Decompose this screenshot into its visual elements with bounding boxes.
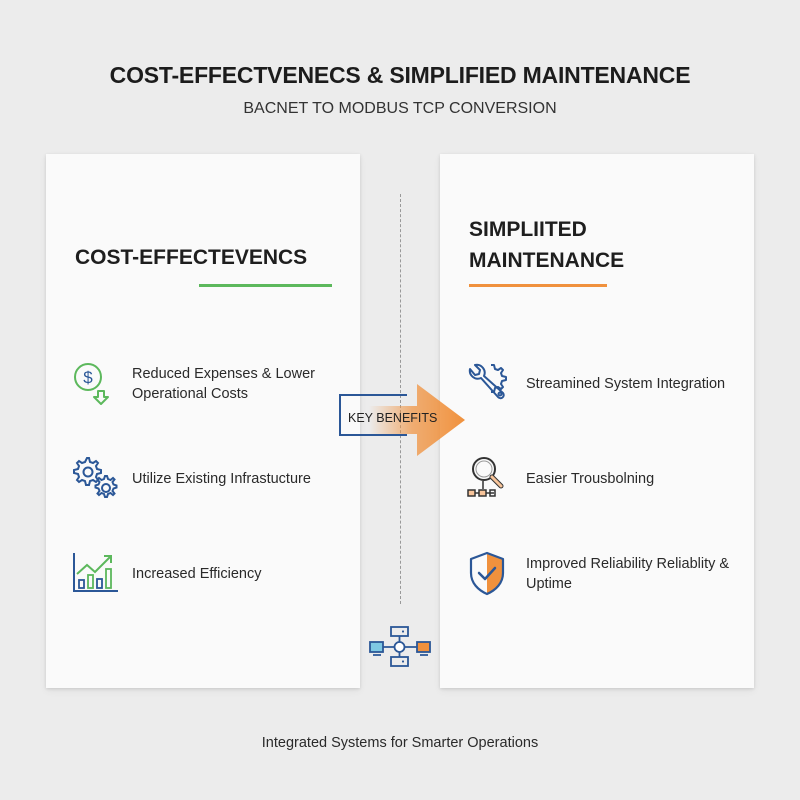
cost-effectiveness-card: COST-EFFECTEVENCS $ Reduced Expenses & L… [46, 154, 360, 688]
key-benefits-label: KEY BENEFITS [348, 411, 438, 425]
benefit-label: Reduced Expenses & Lower Operational Cos… [132, 366, 315, 402]
benefit-item-reduced-expenses: $ Reduced Expenses & Lower Operational C… [70, 359, 342, 409]
dollar-down-icon: $ [70, 359, 120, 409]
benefit-label: Increased Efficiency [132, 566, 262, 582]
svg-text:$: $ [83, 368, 93, 387]
benefit-item-troubleshooting: Easier Trousbolning [464, 454, 736, 504]
shield-check-icon [464, 549, 514, 599]
center-divider [400, 194, 401, 604]
page-subtitle: BACNET TO MODBUS TCP CONVERSION [243, 100, 557, 117]
benefit-item-existing-infrastructure: Utilize Existing Infrastucture [70, 454, 342, 504]
benefit-label: Utilize Existing Infrastucture [132, 471, 311, 487]
arrow-right-icon [369, 384, 465, 456]
benefit-item-increased-efficiency: Increased Efficiency [70, 549, 342, 599]
benefit-label: Streamined System Integration [526, 376, 726, 392]
gears-icon [70, 454, 120, 504]
key-benefits-badge: KEY BENEFITS [339, 382, 467, 458]
wrench-gear-icon [464, 359, 514, 409]
key-benefits-frame [339, 394, 407, 436]
benefit-label: Easier Trousbolning [526, 471, 655, 487]
green-underline [199, 284, 332, 287]
card-title: SIMPLIITED MAINTENANCE [469, 218, 625, 272]
page-title: COST-EFFECTVENECS & SIMPLIFIED MAINTENAN… [109, 62, 691, 88]
network-icon [366, 625, 434, 674]
orange-underline [469, 284, 607, 287]
benefit-item-reliability: Improved Reliability Reliablity & Uptime [464, 549, 736, 599]
footer-tagline: Integrated Systems for Smarter Operation… [261, 735, 539, 751]
simplified-maintenance-card: SIMPLIITED MAINTENANCE Streamined System… [440, 154, 754, 688]
benefit-label: Improved Reliability Reliablity & Uptime [526, 556, 730, 592]
card-title: COST-EFFECTEVENCS [75, 246, 308, 269]
growth-chart-icon [70, 549, 120, 599]
benefit-item-system-integration: Streamined System Integration [464, 359, 736, 409]
magnifier-network-icon [464, 454, 514, 504]
